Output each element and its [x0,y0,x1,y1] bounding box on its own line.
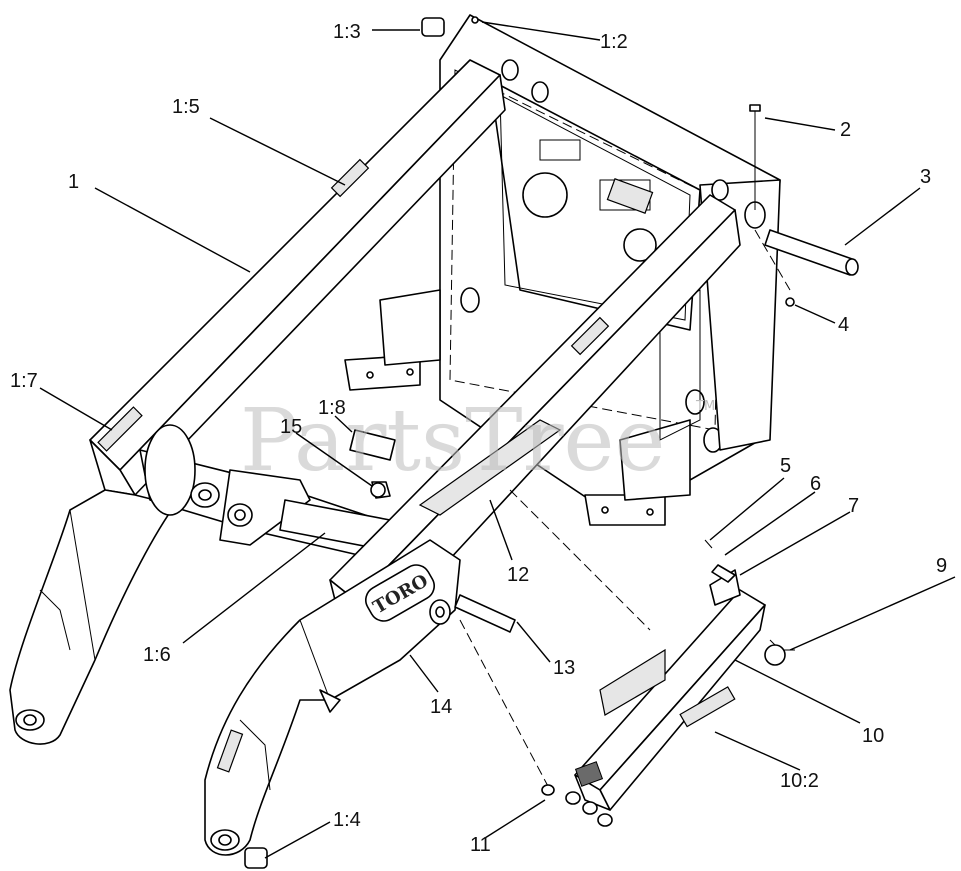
callout-4: 4 [838,314,849,336]
cross-tube [139,424,396,561]
svg-text:PartsTree: PartsTree [240,391,665,491]
callout-3: 3 [920,166,931,188]
callout-1-3: 1:3 [333,21,361,43]
callout-7: 7 [848,495,859,517]
callout-15: 15 [280,416,302,438]
callout-12: 12 [507,564,529,586]
callout-1-4: 1:4 [333,809,361,831]
hidden-lines [459,229,791,791]
watermark: PartsTree TM [240,391,715,491]
right-loader-arm: TORO [204,194,741,856]
callout-10: 10 [862,725,884,747]
callout-11: 11 [470,834,491,856]
callout-13: 13 [553,657,575,679]
callout-1-5: 1:5 [172,96,200,118]
callout-9: 9 [936,555,947,577]
callout-leaders [39,21,956,859]
callout-1-7: 1:7 [10,370,38,392]
callout-1-6: 1:6 [143,644,171,666]
callout-labels: 1:3 1:2 1:5 1 2 3 4 1:7 1:8 15 5 6 7 9 1… [10,21,947,856]
callout-14: 14 [430,696,452,718]
callout-1-2: 1:2 [600,31,628,53]
callout-5: 5 [780,455,791,477]
latch-bar [541,569,766,827]
callout-6: 6 [810,473,821,495]
callout-1: 1 [68,171,79,193]
callout-10-2: 10:2 [780,770,819,792]
callout-2: 2 [840,119,851,141]
left-loader-arm [9,59,506,745]
svg-text:TM: TM [695,399,715,414]
callout-1-8: 1:8 [318,397,346,419]
hardware [244,17,859,869]
